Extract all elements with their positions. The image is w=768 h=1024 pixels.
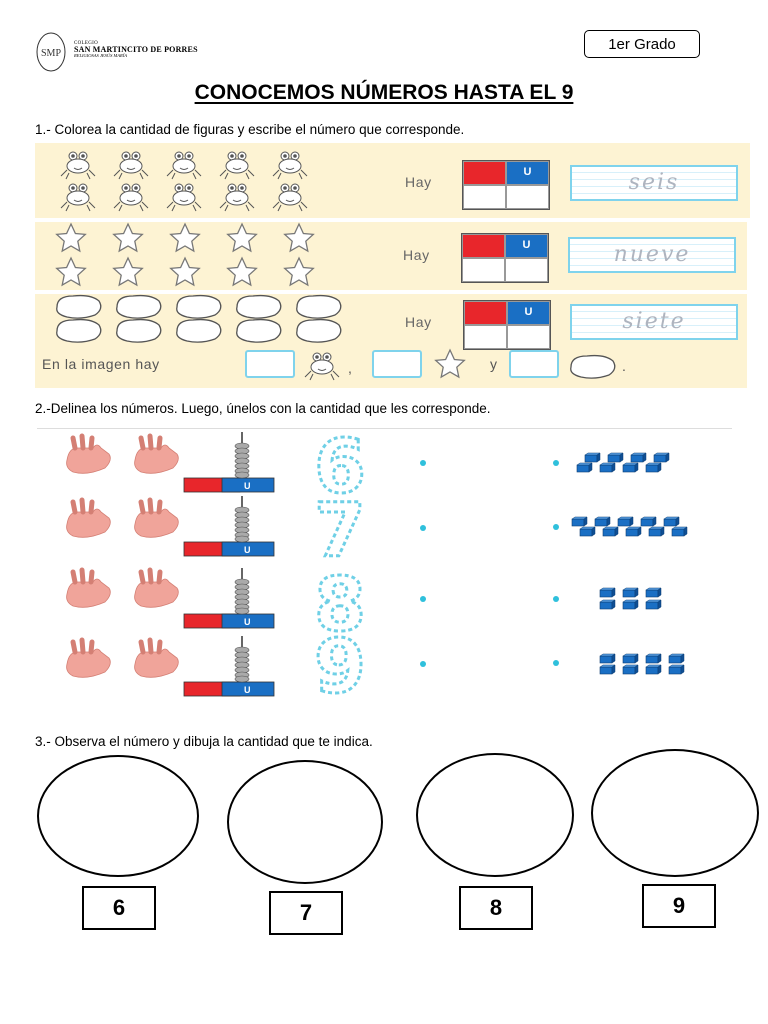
- word-writing-box[interactable]: seis: [570, 165, 738, 201]
- match-dot: [420, 596, 426, 602]
- blob-icon[interactable]: [236, 318, 282, 343]
- word-writing-box[interactable]: nueve: [568, 237, 736, 273]
- divider: [37, 428, 732, 429]
- drawing-circle-7[interactable]: [227, 760, 383, 884]
- tens-answer[interactable]: [462, 258, 505, 282]
- summary-comma: ,: [348, 360, 353, 376]
- frog-icon[interactable]: [60, 151, 96, 180]
- blob-count-answer[interactable]: [509, 350, 559, 378]
- match-dot: [553, 596, 559, 602]
- blob-icon[interactable]: [176, 318, 222, 343]
- blob-grid: [56, 294, 342, 343]
- place-value-box[interactable]: U: [462, 160, 550, 210]
- tens-answer[interactable]: [464, 325, 507, 349]
- blob-icon[interactable]: [116, 294, 162, 319]
- star-icon[interactable]: [113, 223, 143, 252]
- tens-cell[interactable]: [463, 161, 506, 185]
- trace-digit: 7: [314, 488, 366, 574]
- match-dot: [553, 660, 559, 666]
- frog-icon: [304, 352, 340, 381]
- star-icon[interactable]: [56, 257, 86, 286]
- tens-cell[interactable]: [462, 234, 505, 258]
- match-dot: [420, 661, 426, 667]
- blob-icon[interactable]: [116, 318, 162, 343]
- star-count-answer[interactable]: [372, 350, 422, 378]
- grade-box[interactable]: 1er Grado: [584, 30, 700, 58]
- frog-icon[interactable]: [113, 183, 149, 212]
- frog-grid: [60, 151, 308, 212]
- star-icon[interactable]: [170, 223, 200, 252]
- blob-icon[interactable]: [56, 318, 102, 343]
- hay-label: Hay: [405, 174, 432, 190]
- frog-icon[interactable]: [219, 183, 255, 212]
- units-answer[interactable]: [506, 185, 549, 209]
- number-box-6: 6: [82, 886, 156, 930]
- school-line-1: COLEGIO: [74, 41, 99, 46]
- match-dot: [553, 460, 559, 466]
- school-line-2: SAN MARTINCITO DE PORRES: [74, 45, 198, 54]
- frog-icon[interactable]: [272, 183, 308, 212]
- school-name: COLEGIO SAN MARTINCITO DE PORRES RELIGIO…: [74, 41, 198, 59]
- units-cell[interactable]: U: [505, 234, 548, 258]
- drawing-circle-6[interactable]: [37, 755, 199, 877]
- frog-icon[interactable]: [166, 183, 202, 212]
- frog-icon[interactable]: [166, 151, 202, 180]
- number-box-9: 9: [642, 884, 716, 928]
- logo-initials: SMP: [41, 48, 61, 59]
- place-value-box[interactable]: U: [463, 300, 551, 350]
- star-icon[interactable]: [227, 223, 257, 252]
- instruction-1: 1.- Colorea la cantidad de figuras y esc…: [35, 122, 465, 137]
- frog-count-answer[interactable]: [245, 350, 295, 378]
- place-value-box[interactable]: U: [461, 233, 549, 283]
- star-grid: [56, 223, 314, 286]
- hay-label: Hay: [403, 247, 430, 263]
- star-icon[interactable]: [56, 223, 86, 252]
- blob-icon[interactable]: [296, 318, 342, 343]
- frog-icon[interactable]: [272, 151, 308, 180]
- star-icon[interactable]: [113, 257, 143, 286]
- star-icon[interactable]: [284, 223, 314, 252]
- star-icon: [435, 349, 465, 378]
- number-box-8: 8: [459, 886, 533, 930]
- star-icon[interactable]: [227, 257, 257, 286]
- school-logo: SMP: [36, 32, 66, 72]
- hay-label: Hay: [405, 314, 432, 330]
- blob-icon: [570, 354, 616, 379]
- units-cell[interactable]: U: [506, 161, 549, 185]
- units-answer[interactable]: [507, 325, 550, 349]
- blob-icon[interactable]: [176, 294, 222, 319]
- trace-digit: 9: [314, 624, 366, 698]
- blob-icon[interactable]: [296, 294, 342, 319]
- matching-exercise: U 6 7 8 9: [55, 428, 688, 698]
- summary-prefix: En la imagen hay: [42, 356, 160, 372]
- match-dot: [553, 524, 559, 530]
- trace-digit: 6: [314, 428, 366, 510]
- star-icon[interactable]: [284, 257, 314, 286]
- trace-digit: 8: [314, 562, 366, 648]
- instruction-2: 2.-Delinea los números. Luego, únelos co…: [35, 401, 491, 416]
- instruction-3: 3.- Observa el número y dibuja la cantid…: [35, 734, 373, 749]
- blob-icon[interactable]: [56, 294, 102, 319]
- units-answer[interactable]: [505, 258, 548, 282]
- frog-icon[interactable]: [113, 151, 149, 180]
- number-box-7: 7: [269, 891, 343, 935]
- frog-icon[interactable]: [219, 151, 255, 180]
- match-dot: [420, 525, 426, 531]
- match-dot: [420, 460, 426, 466]
- summary-period: .: [622, 358, 627, 374]
- star-icon[interactable]: [170, 257, 200, 286]
- school-line-3: RELIGIOSAS JESÚS MARÍA: [74, 53, 127, 58]
- page-title: CONOCEMOS NÚMEROS HASTA EL 9: [194, 81, 574, 104]
- drawing-circle-8[interactable]: [416, 753, 574, 877]
- tens-answer[interactable]: [463, 185, 506, 209]
- blob-icon[interactable]: [236, 294, 282, 319]
- word-writing-box[interactable]: siete: [570, 304, 738, 340]
- units-cell[interactable]: U: [507, 301, 550, 325]
- tens-cell[interactable]: [464, 301, 507, 325]
- frog-icon[interactable]: [60, 183, 96, 212]
- drawing-circle-9[interactable]: [591, 749, 759, 877]
- summary-and: y: [490, 356, 498, 372]
